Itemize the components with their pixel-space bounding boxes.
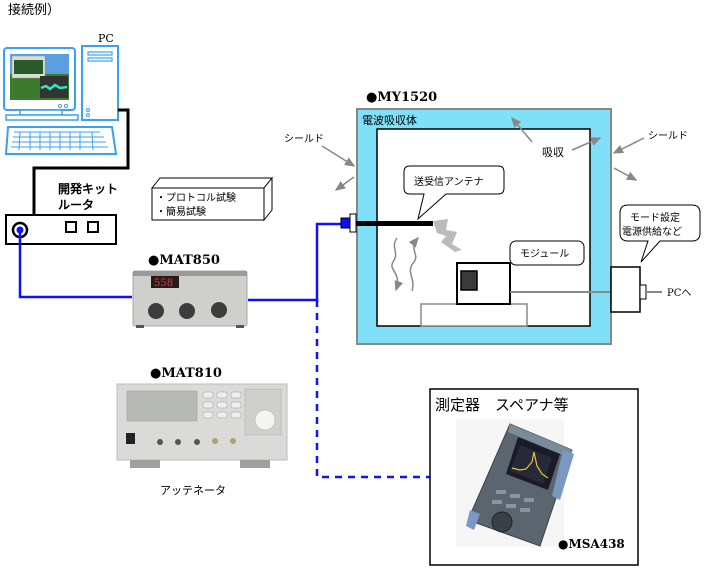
control-callout-line2: 電源供給など — [622, 225, 682, 238]
radio-wave-bolt-icon — [433, 219, 462, 252]
control-callout: モード設定 電源供給など — [619, 204, 701, 263]
module-stand — [420, 303, 528, 327]
shield-arrow-out-right — [613, 167, 638, 181]
antenna-callout: 送受信アンテナ — [403, 165, 505, 221]
shield-label-right: シールド — [648, 131, 688, 142]
router-label-line2: ルータ — [58, 198, 94, 212]
diagram-title: 接続例） — [8, 2, 60, 18]
to-pc-label: PCへ — [667, 288, 691, 299]
chamber-label: ●MY1520 — [366, 90, 437, 105]
analyzer-model-label: ●MSA438 — [558, 537, 625, 551]
shield-label-left: シールド — [284, 134, 324, 145]
control-callout-line1: モード設定 — [630, 211, 680, 224]
control-box-device — [610, 266, 641, 313]
protocol-box-line1: ・プロトコル試験 — [156, 191, 236, 204]
protocol-test-box: ・プロトコル試験 ・簡易試験 — [150, 176, 274, 222]
module-chip-icon — [460, 270, 478, 291]
monitor-icon — [3, 47, 79, 121]
pc-router-cable — [32, 108, 130, 215]
spectrum-analyzer-device — [456, 419, 574, 547]
pc-computer: PC — [3, 32, 119, 155]
shield-arrow-in-right — [612, 137, 645, 154]
router-device — [5, 214, 117, 245]
absorb-arrow-right — [571, 137, 602, 151]
analyzer-title: 測定器 スペアナ等 — [435, 396, 569, 414]
module-callout: モジュール — [509, 240, 585, 266]
mat810-device — [116, 383, 288, 468]
mat810-caption: アッテネータ — [160, 484, 226, 497]
module-callout-text: モジュール — [520, 249, 569, 260]
router-mat850-cable — [18, 232, 132, 299]
analyzer-dashed-cable — [315, 300, 430, 479]
absorb-arrow-up — [511, 116, 533, 143]
mat850-display: 558 — [154, 278, 173, 289]
shield-arrow-out-left — [334, 176, 355, 191]
mat850-chamber-cable — [248, 222, 344, 302]
mat850-label: ●MAT850 — [148, 253, 220, 268]
router-label-line1: 開発キット — [58, 181, 118, 196]
keyboard-icon — [4, 126, 118, 155]
feedthrough-connector-icon — [349, 213, 357, 233]
control-box-connector — [639, 284, 647, 300]
mat850-device: 558 — [132, 270, 248, 328]
absorber-label: 電波吸収体 — [362, 113, 417, 127]
antenna-rod — [356, 221, 433, 226]
shield-arrow-in-left — [321, 145, 356, 167]
protocol-box-line2: ・簡易試験 — [156, 205, 206, 218]
pc-label: PC — [98, 32, 114, 45]
rf-connector-icon — [340, 217, 351, 229]
pc-tower-icon — [81, 45, 119, 121]
mat810-label: ●MAT810 — [150, 366, 222, 381]
antenna-callout-text: 送受信アンテナ — [414, 175, 484, 188]
reflection-wave-arrow-up — [408, 236, 419, 292]
absorb-label: 吸収 — [542, 146, 564, 159]
reflection-wave-arrow-down — [391, 237, 404, 292]
